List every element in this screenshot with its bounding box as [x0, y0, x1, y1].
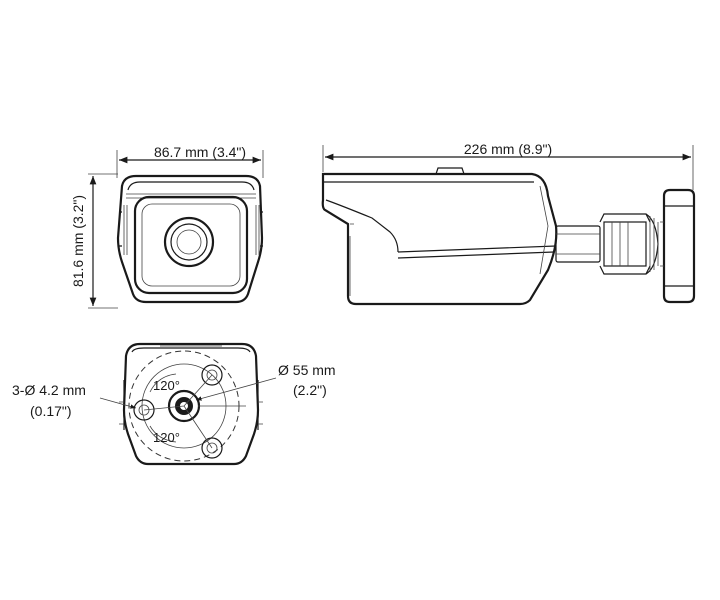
base-housing-outline — [122, 342, 260, 466]
base-diameter-label-line1: Ø 55 mm — [278, 362, 336, 378]
front-glass — [133, 195, 249, 295]
side-bracket-arm — [555, 225, 601, 263]
diameter-leader-line — [195, 377, 277, 401]
hole-spec-label-line2: (0.17") — [30, 403, 72, 419]
base-view: 120° 120° Ø 55 mm (2.2") 3-Ø 4.2 mm (0.1… — [12, 342, 336, 466]
front-housing-outline — [116, 174, 264, 304]
mounting-hole-top — [201, 364, 223, 386]
mounting-hole-bottom — [201, 437, 223, 459]
base-diameter-label-line2: (2.2") — [293, 382, 327, 398]
front-height-label: 81.6 mm (3.2") — [70, 195, 86, 287]
mounting-hole-left — [133, 399, 155, 421]
side-body-outline — [321, 172, 558, 306]
hole-spec-label-line1: 3-Ø 4.2 mm — [12, 382, 86, 398]
angle-bottom-label: 120° — [153, 430, 180, 445]
side-mount-plate — [662, 188, 696, 304]
hole-spec-leader-line — [99, 397, 137, 409]
angle-top-label: 120° — [153, 378, 180, 393]
front-width-label: 86.7 mm (3.4") — [154, 144, 246, 160]
side-length-label: 226 mm (8.9") — [464, 141, 552, 157]
side-view: 226 mm (8.9") — [321, 141, 696, 306]
front-lens — [163, 216, 215, 268]
front-view: 86.7 mm (3.4") 81.6 mm (3.2") — [70, 144, 264, 309]
